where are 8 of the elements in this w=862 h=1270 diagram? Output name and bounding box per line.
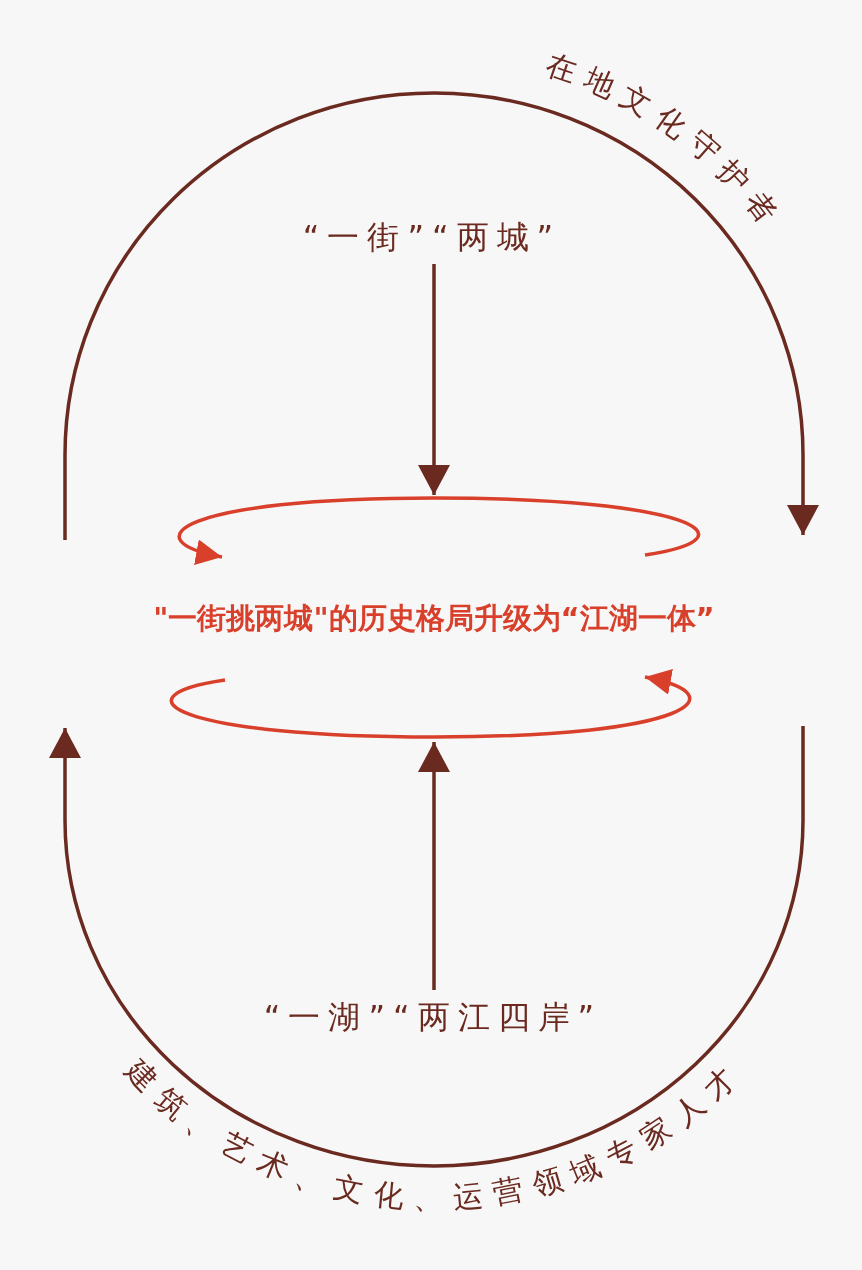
source-label: “一湖”“两江四岸” [263, 997, 603, 1038]
arrow [418, 264, 450, 495]
center-statement: "一街挑两城"的历史格局升级为“江湖一体” [153, 599, 715, 637]
source-label: “一街”“两城” [302, 217, 562, 258]
arrow [418, 742, 450, 990]
edge-label: 建筑、艺术、文化、运营领域专家人才 [118, 1052, 750, 1215]
curved-arrow [63, 91, 819, 540]
curved-arrow [49, 726, 805, 1168]
